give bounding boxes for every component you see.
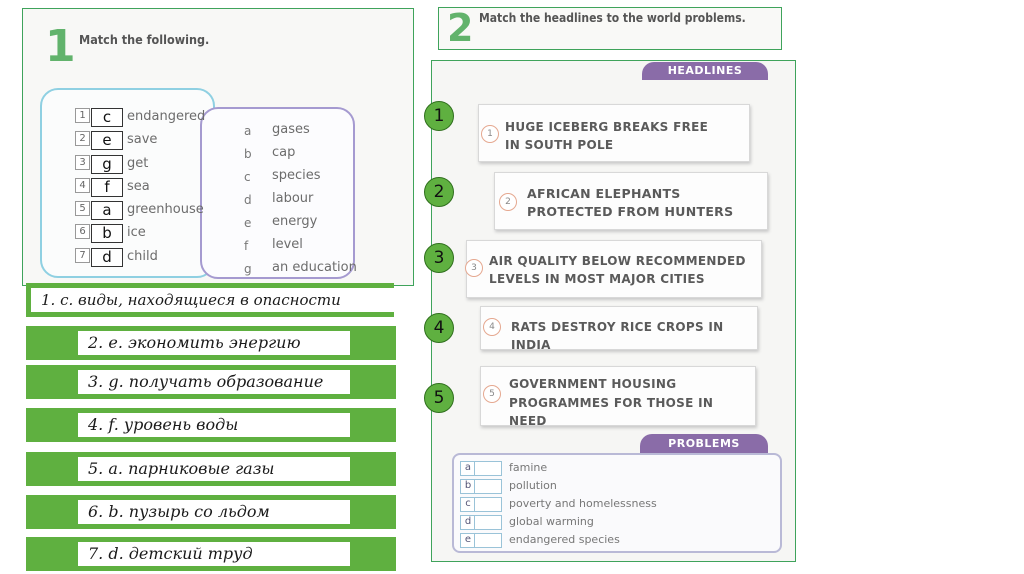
translation-text: 7. d. детский труд: [78, 542, 350, 566]
headline-line2: LEVELS IN MOST MAJOR CITIES: [489, 272, 705, 286]
headline-card: 5 GOVERNMENT HOUSING PROGRAMMES FOR THOS…: [480, 366, 756, 428]
headline-card: 2 AFRICAN ELEPHANTS PROTECTED FROM HUNTE…: [494, 172, 768, 230]
headline-marker: 5: [424, 383, 454, 413]
problems-box: [452, 453, 782, 553]
translation-row: 3. g. получать образование: [26, 365, 396, 399]
answer-box[interactable]: g: [91, 155, 123, 174]
answer-box[interactable]: d: [91, 248, 123, 267]
headline-line2: PROGRAMMES FOR THOSE IN NEED: [509, 396, 714, 428]
headline-number: 4: [483, 318, 501, 336]
headline-card: 3 AIR QUALITY BELOW RECOMMENDED LEVELS I…: [465, 240, 762, 298]
exercise-2-instruction: Match the headlines to the world problem…: [479, 11, 746, 25]
headlines-tab: HEADLINES: [642, 62, 768, 80]
word-number: 5: [75, 201, 90, 216]
answer-box[interactable]: b: [91, 224, 123, 243]
definition-letter: a: [244, 124, 252, 138]
problem-text: global warming: [509, 515, 594, 528]
headline-number: 3: [465, 259, 483, 277]
word-text: child: [127, 249, 158, 264]
problem-text: famine: [509, 461, 548, 474]
problems-tab: PROBLEMS: [640, 434, 768, 453]
problem-answer-box[interactable]: [474, 461, 502, 476]
problem-answer-box[interactable]: [474, 515, 502, 530]
definition-text: an education: [272, 260, 357, 275]
answer-box[interactable]: a: [91, 201, 123, 220]
headline-line1: AFRICAN ELEPHANTS: [527, 186, 681, 201]
translation-text: 3. g. получать образование: [78, 370, 350, 394]
problem-answer-box[interactable]: [474, 479, 502, 494]
definition-text: level: [272, 237, 303, 252]
word-number: 3: [75, 155, 90, 170]
translation-text: 5. a. парниковые газы: [78, 457, 350, 481]
word-text: sea: [127, 179, 150, 194]
exercise-2-header: 2 Match the headlines to the world probl…: [438, 6, 782, 50]
definition-text: cap: [272, 145, 296, 160]
definition-letter: e: [244, 216, 252, 230]
definition-letter: b: [244, 147, 252, 161]
headline-marker: 2: [424, 177, 454, 207]
word-text: endangered: [127, 109, 206, 124]
translation-text: 2. e. экономить энергию: [78, 331, 350, 355]
headline-line2: PROTECTED FROM HUNTERS: [527, 204, 734, 219]
translation-text: 6. b. пузырь со льдом: [78, 500, 350, 524]
word-number: 2: [75, 131, 90, 146]
problem-answer-box[interactable]: [474, 497, 502, 512]
exercise-2-number: 2: [447, 6, 474, 50]
word-text: ice: [127, 225, 146, 240]
translation-row: 5. a. парниковые газы: [26, 452, 396, 486]
headline-marker: 3: [424, 243, 454, 273]
word-number: 7: [75, 248, 90, 263]
word-text: greenhouse: [127, 202, 204, 217]
headline-number: 1: [481, 125, 499, 143]
definition-letter: g: [244, 262, 252, 276]
headline-number: 5: [483, 385, 501, 403]
headline-card: 1 HUGE ICEBERG BREAKS FREE IN SOUTH POLE: [478, 104, 750, 162]
headline-line1: GOVERNMENT HOUSING: [509, 377, 677, 391]
definition-letter: d: [244, 193, 252, 207]
definition-letter: c: [244, 170, 251, 184]
translation-row: 6. b. пузырь со льдом: [26, 495, 396, 529]
headline-marker: 4: [424, 313, 454, 343]
headline-marker: 1: [424, 101, 454, 131]
problem-text: poverty and homelessness: [509, 497, 657, 510]
answer-box[interactable]: e: [91, 131, 123, 150]
translation-text: 4. f. уровень воды: [78, 413, 350, 437]
definition-text: gases: [272, 122, 310, 137]
translation-row: 2. e. экономить энергию: [26, 326, 396, 360]
problem-letter: d: [460, 515, 476, 530]
word-number: 6: [75, 224, 90, 239]
exercise-1-instruction: Match the following.: [79, 32, 210, 47]
answer-box[interactable]: f: [91, 178, 123, 197]
headline-line1: AIR QUALITY BELOW RECOMMENDED: [489, 254, 746, 268]
headline-card: 4 RATS DESTROY RICE CROPS IN INDIA: [480, 306, 758, 352]
problem-text: pollution: [509, 479, 557, 492]
translation-row: 1. c. виды, находящиеся в опасности: [26, 283, 397, 317]
translation-row: 7. d. детский труд: [26, 537, 396, 571]
problem-text: endangered species: [509, 533, 620, 546]
word-number: 4: [75, 178, 90, 193]
word-text: get: [127, 156, 149, 171]
answer-box[interactable]: c: [91, 108, 123, 127]
definition-letter: f: [244, 239, 249, 253]
translation-row: 4. f. уровень воды: [26, 408, 396, 442]
headline-line2: IN SOUTH POLE: [505, 138, 614, 152]
definition-text: energy: [272, 214, 318, 229]
word-number: 1: [75, 108, 90, 123]
word-text: save: [127, 132, 158, 147]
definition-text: species: [272, 168, 321, 183]
definitions-box: [200, 107, 355, 279]
exercise-1-number: 1: [45, 21, 76, 72]
problem-letter: b: [460, 479, 476, 494]
headline-line1: HUGE ICEBERG BREAKS FREE: [505, 120, 709, 134]
definition-text: labour: [272, 191, 314, 206]
translation-text: 1. c. виды, находящиеся в опасности: [31, 288, 397, 312]
problem-answer-box[interactable]: [474, 533, 502, 548]
headline-number: 2: [499, 193, 517, 211]
headline-line1: RATS DESTROY RICE CROPS IN INDIA: [511, 320, 724, 352]
